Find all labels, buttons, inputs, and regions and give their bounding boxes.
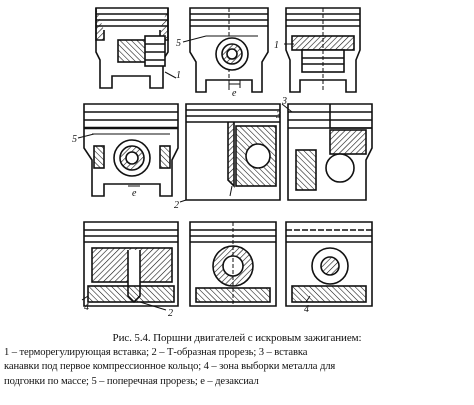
piston-drawing-2 [182,7,269,93]
callout-5: 5 [176,38,181,49]
piston-drawing-7 [81,221,179,311]
piston-drawing-1 [95,7,177,89]
caption-line: 1 – терморегулирующая вставка; 2 – Т-обр… [4,346,308,358]
caption-title: Рис. 5.4. Поршни двигателей с искровым з… [112,332,362,344]
callout-e: e [132,188,137,199]
callout-1: 1 [274,40,279,51]
piston-drawing-8 [189,221,277,307]
callout-1: 1 [176,70,181,81]
piston-figure: 1 5 e 1 5 e 2 3 3 4 2 4 [72,7,373,319]
piston-drawing-6 [281,103,373,201]
caption-line: канавки под первое компрессионное кольцо… [4,361,336,372]
piston-drawing-9 [285,221,373,307]
callout-2: 2 [168,308,173,319]
piston-drawing-4 [77,103,179,197]
piston-drawing-5 [179,103,281,203]
callout-4: 4 [304,304,309,315]
callout-3: 3 [281,96,287,107]
callout-5: 5 [72,134,77,145]
caption-line: подгонки по массе; 5 – поперечная прорез… [4,375,259,387]
callout-e: e [232,88,237,99]
callout-2: 2 [174,200,179,211]
piston-drawing-3 [284,7,361,93]
figure-caption: Рис. 5.4. Поршни двигателей с искровым з… [4,331,470,389]
callout-4: 4 [84,302,89,313]
callout-3: 3 [275,110,281,121]
